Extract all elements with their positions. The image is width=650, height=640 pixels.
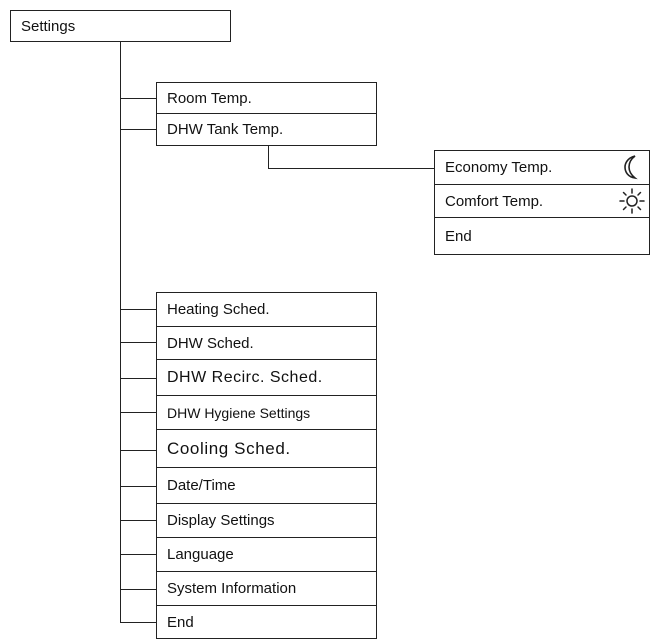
tree-connector bbox=[120, 520, 156, 521]
menu-item-label: DHW Sched. bbox=[167, 334, 254, 352]
submenu-item-end[interactable]: End bbox=[434, 217, 650, 255]
menu-item-label: Room Temp. bbox=[167, 89, 252, 107]
tree-connector bbox=[120, 450, 156, 451]
submenu-connector-line bbox=[268, 168, 434, 169]
menu-item-label: Date/Time bbox=[167, 477, 236, 494]
tree-connector bbox=[120, 129, 156, 130]
sun-icon bbox=[617, 186, 647, 216]
tree-connector bbox=[120, 342, 156, 343]
menu-item-label: System Information bbox=[167, 580, 297, 597]
submenu-item-economy-temp[interactable]: Economy Temp. bbox=[434, 150, 650, 185]
menu-item-label: DHW Recirc. Sched. bbox=[167, 368, 323, 386]
menu-item-label: Language bbox=[167, 546, 234, 563]
moon-icon bbox=[617, 152, 647, 182]
submenu-item-label: Comfort Temp. bbox=[445, 192, 544, 210]
submenu-connector-line bbox=[268, 146, 269, 168]
menu-item-language[interactable]: Language bbox=[156, 537, 377, 572]
tree-trunk-line bbox=[120, 42, 121, 623]
menu-item-dhw-recirc-sched[interactable]: DHW Recirc. Sched. bbox=[156, 359, 377, 396]
menu-root-settings[interactable]: Settings bbox=[10, 10, 231, 42]
menu-root-label: Settings bbox=[21, 17, 76, 35]
menu-item-dhw-sched[interactable]: DHW Sched. bbox=[156, 326, 377, 360]
menu-item-display-settings[interactable]: Display Settings bbox=[156, 503, 377, 538]
submenu-item-label: End bbox=[445, 227, 472, 245]
tree-connector bbox=[120, 412, 156, 413]
tree-connector bbox=[120, 378, 156, 379]
menu-item-label: DHW Tank Temp. bbox=[167, 121, 284, 138]
menu-item-date-time[interactable]: Date/Time bbox=[156, 467, 377, 504]
tree-connector bbox=[120, 98, 156, 99]
menu-item-room-temp[interactable]: Room Temp. bbox=[156, 82, 377, 114]
menu-item-label: End bbox=[167, 613, 194, 631]
menu-item-system-information[interactable]: System Information bbox=[156, 571, 377, 606]
tree-connector bbox=[120, 589, 156, 590]
menu-item-label: Display Settings bbox=[167, 512, 275, 529]
menu-item-end[interactable]: End bbox=[156, 605, 377, 639]
submenu-item-comfort-temp[interactable]: Comfort Temp. bbox=[434, 184, 650, 218]
tree-connector bbox=[120, 309, 156, 310]
submenu-item-label: Economy Temp. bbox=[445, 159, 553, 176]
tree-connector bbox=[120, 622, 156, 623]
menu-item-dhw-hygiene-settings[interactable]: DHW Hygiene Settings bbox=[156, 395, 377, 430]
menu-item-heating-sched[interactable]: Heating Sched. bbox=[156, 292, 377, 327]
menu-item-label: Heating Sched. bbox=[167, 301, 270, 318]
menu-item-dhw-tank-temp[interactable]: DHW Tank Temp. bbox=[156, 113, 377, 146]
menu-item-cooling-sched[interactable]: Cooling Sched. bbox=[156, 429, 377, 468]
tree-connector bbox=[120, 486, 156, 487]
tree-connector bbox=[120, 554, 156, 555]
menu-item-label: Cooling Sched. bbox=[167, 439, 291, 458]
menu-item-label: DHW Hygiene Settings bbox=[167, 404, 311, 421]
